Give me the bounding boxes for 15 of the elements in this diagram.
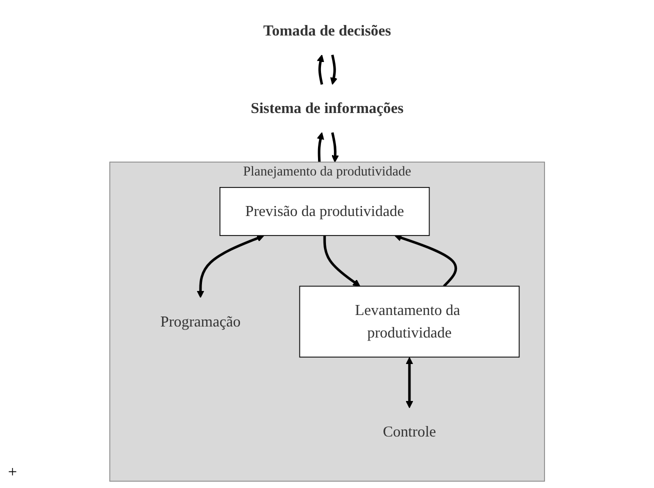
node-box: Levantamento da produtividade [299, 286, 520, 358]
plus-sign: + [8, 464, 18, 481]
arrow [394, 234, 457, 288]
arrow [323, 236, 360, 287]
node-text: Controle [382, 422, 436, 440]
arrow [196, 234, 264, 298]
node-text: Sistema de informações [250, 100, 404, 117]
node-text: Programação [160, 312, 240, 330]
arrow [316, 132, 324, 162]
arrow [330, 54, 338, 85]
node-box: Previsão da produtividade [219, 187, 430, 236]
arrow [406, 357, 414, 408]
arrow [316, 54, 324, 85]
node-text: Tomada de decisões [263, 22, 391, 39]
arrow [331, 132, 339, 162]
